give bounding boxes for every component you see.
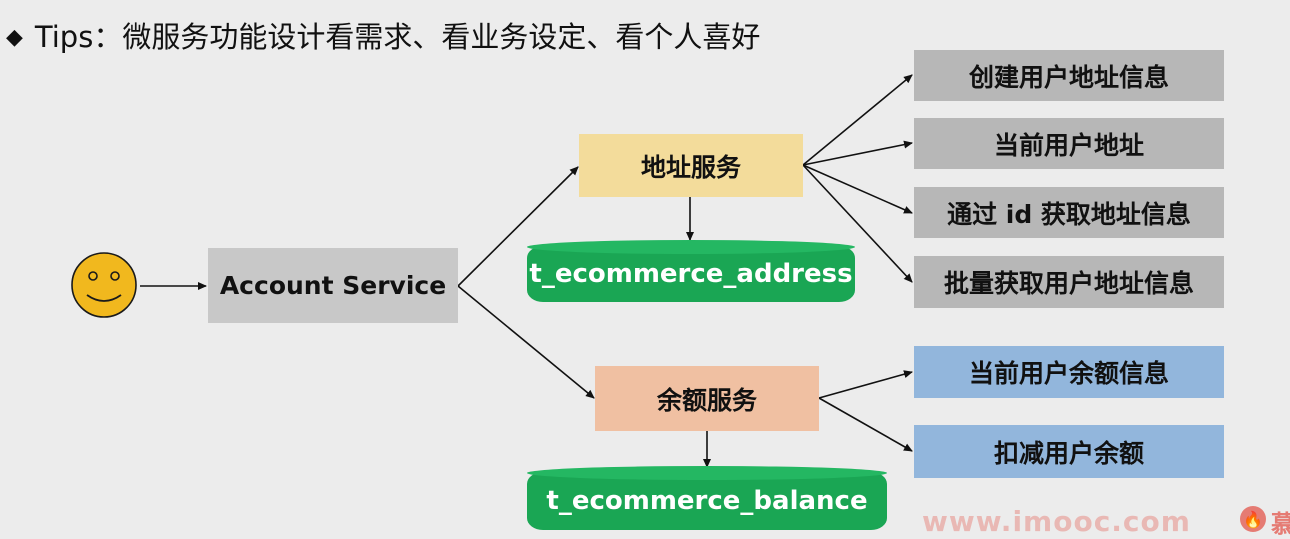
balance-service-label: 余额服务 (656, 385, 757, 415)
address-function-box: 通过 id 获取地址信息 (914, 187, 1224, 238)
address-database-label: t_ecommerce_address (529, 259, 853, 289)
arrow-account-to-address (457, 166, 579, 287)
tips-heading: ◆ Tips：微服务功能设计看需求、看业务设定、看个人喜好 (6, 14, 760, 56)
address-service-box: 地址服务 (579, 134, 803, 197)
smiley-face-icon (71, 252, 137, 318)
address-database: t_ecommerce_address (527, 240, 855, 302)
arrow-account-to-balance (457, 285, 595, 399)
address-function-box: 创建用户地址信息 (914, 50, 1224, 101)
account-service-label: Account Service (219, 271, 447, 300)
address-function-label: 创建用户地址信息 (968, 62, 1169, 92)
balance-service-box: 余额服务 (595, 366, 819, 431)
address-function-label: 通过 id 获取地址信息 (947, 199, 1191, 229)
address-function-label: 批量获取用户地址信息 (943, 269, 1194, 298)
balance-database-label: t_ecommerce_balance (546, 486, 868, 516)
balance-function-label: 扣减用户余额 (993, 438, 1144, 468)
address-function-box: 当前用户地址 (914, 118, 1224, 169)
balance-function-label: 当前用户余额信息 (968, 359, 1169, 388)
watermark-text: www.imooc.com (922, 505, 1191, 538)
address-function-box: 批量获取用户地址信息 (914, 256, 1224, 308)
arrow-address-to-func-3 (802, 164, 913, 214)
account-service-box: Account Service (208, 248, 458, 323)
balance-function-box: 扣减用户余额 (914, 425, 1224, 478)
balance-database: t_ecommerce_balance (527, 466, 887, 530)
tips-text: Tips：微服务功能设计看需求、看业务设定、看个人喜好 (34, 20, 761, 54)
arrow-balance-to-func-1 (818, 370, 913, 399)
arrow-address-to-func-4 (802, 164, 913, 283)
arrow-balance-to-func-2 (818, 397, 913, 452)
flame-logo-icon: 🔥 (1240, 506, 1266, 532)
address-function-label: 当前用户地址 (993, 130, 1144, 160)
address-service-label: 地址服务 (640, 152, 741, 182)
watermark-tail: 慕 (1271, 510, 1290, 538)
arrow-address-to-func-2 (802, 140, 913, 166)
balance-function-box: 当前用户余额信息 (914, 346, 1224, 398)
diamond-bullet-icon: ◆ (6, 25, 23, 50)
arrow-address-to-func-1 (802, 74, 913, 166)
